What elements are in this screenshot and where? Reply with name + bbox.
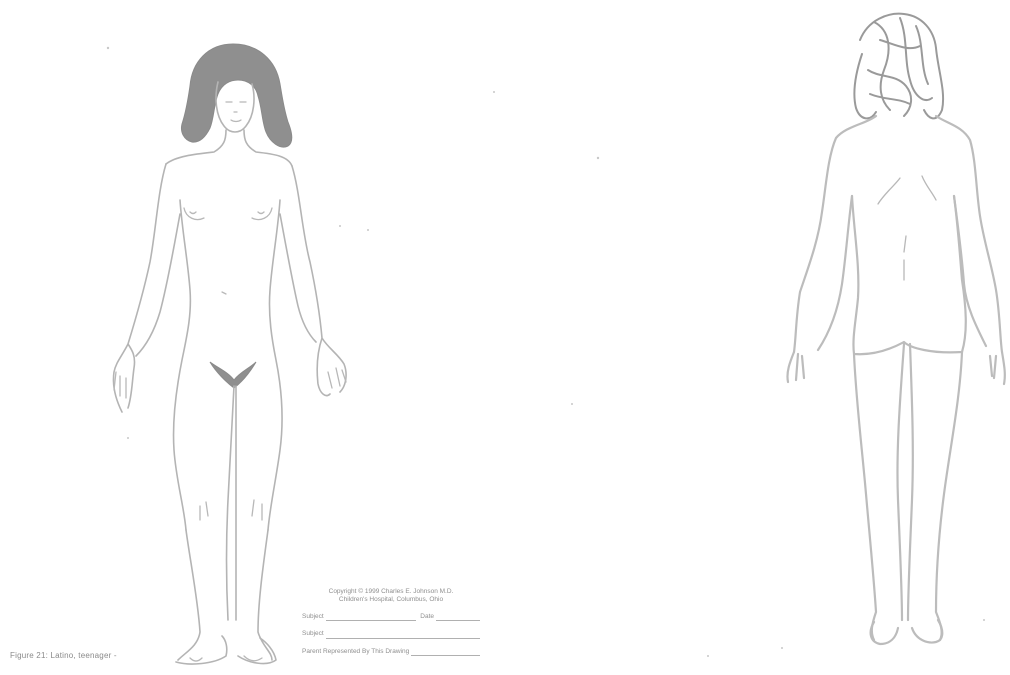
subject-date-row: Subject Date (302, 613, 480, 621)
copyright-notice: Copyright © 1999 Charles E. Johnson M.D.… (302, 588, 480, 604)
parent-row: Parent Represented By This Drawing (302, 648, 480, 656)
date-field[interactable] (436, 614, 480, 621)
front-figure (113, 44, 346, 664)
subject-label: Subject (302, 613, 324, 621)
parent-field[interactable] (411, 649, 480, 656)
copyright-line-2: Children's Hospital, Columbus, Ohio (302, 596, 480, 604)
subject-field[interactable] (326, 614, 417, 621)
parent-label: Parent Represented By This Drawing (302, 648, 409, 656)
back-hair (854, 14, 943, 119)
subject2-label: Subject (302, 630, 324, 638)
back-figure (787, 14, 1004, 644)
subject2-field[interactable] (326, 632, 480, 639)
figure-caption: Figure 21: Latino, teenager - (10, 651, 117, 660)
drawing-form: Copyright © 1999 Charles E. Johnson M.D.… (302, 588, 480, 665)
subject2-row: Subject (302, 630, 480, 638)
copyright-line-1: Copyright © 1999 Charles E. Johnson M.D. (302, 588, 480, 596)
date-label: Date (420, 613, 434, 621)
front-face (216, 82, 254, 132)
